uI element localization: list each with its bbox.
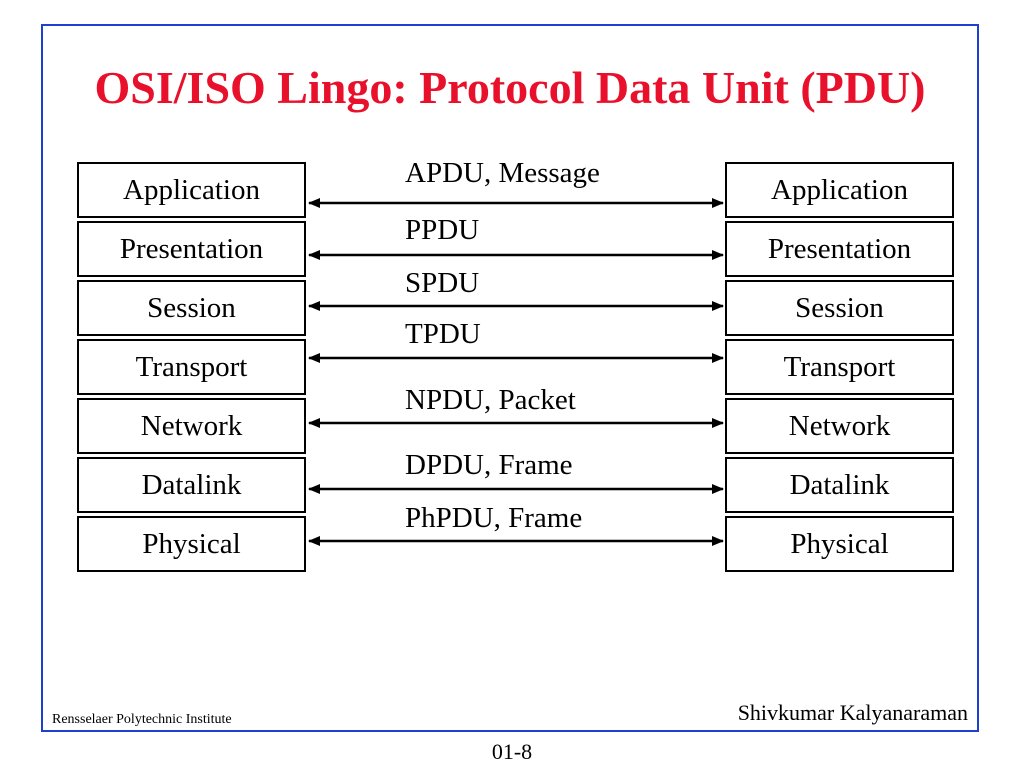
right-layer-datalink: Datalink xyxy=(725,457,954,513)
left-layer-presentation: Presentation xyxy=(77,221,306,277)
right-layer-application: Application xyxy=(725,162,954,218)
left-layer-application: Application xyxy=(77,162,306,218)
left-layer-network: Network xyxy=(77,398,306,454)
pdu-label-presentation: PPDU xyxy=(405,214,480,246)
left-layer-transport: Transport xyxy=(77,339,306,395)
right-layer-network: Network xyxy=(725,398,954,454)
slide-title: OSI/ISO Lingo: Protocol Data Unit (PDU) xyxy=(94,62,926,113)
left-layer-physical: Physical xyxy=(77,516,306,572)
pdu-label-physical: PhPDU, Frame xyxy=(405,502,583,534)
pdu-label-session: SPDU xyxy=(405,267,480,299)
pdu-label-application: APDU, Message xyxy=(405,157,600,189)
left-layer-session: Session xyxy=(77,280,306,336)
right-layer-transport: Transport xyxy=(725,339,954,395)
footer-institution: Rensselaer Polytechnic Institute xyxy=(52,712,232,727)
right-layer-physical: Physical xyxy=(725,516,954,572)
pdu-label-transport: TPDU xyxy=(405,318,481,350)
footer-author: Shivkumar Kalyanaraman xyxy=(737,700,968,725)
slide-frame xyxy=(41,24,979,732)
right-layer-presentation: Presentation xyxy=(725,221,954,277)
right-layer-session: Session xyxy=(725,280,954,336)
pdu-label-datalink: DPDU, Frame xyxy=(405,449,573,481)
left-layer-datalink: Datalink xyxy=(77,457,306,513)
slide-number: 01-8 xyxy=(491,739,533,764)
pdu-label-network: NPDU, Packet xyxy=(405,384,576,416)
